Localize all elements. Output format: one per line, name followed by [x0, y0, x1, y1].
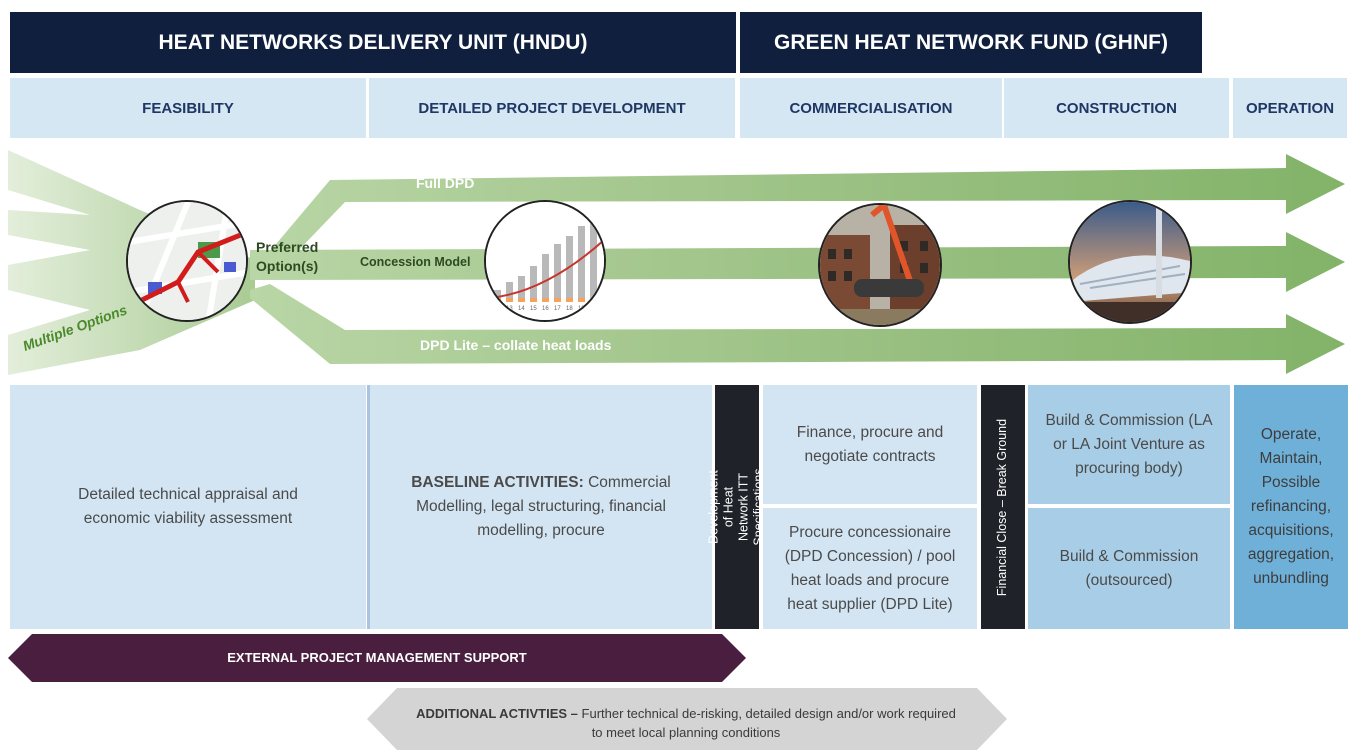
full-dpd-arrow — [250, 154, 1345, 280]
build-commission-outsourced-box: Build & Commission (outsourced) — [1028, 508, 1230, 629]
operate-box: Operate, Maintain, Possible refinancing,… — [1234, 385, 1348, 629]
full-dpd-label: Full DPD — [416, 175, 475, 191]
additional-title: ADDITIONAL ACTIVTIES – — [416, 706, 578, 721]
tick-label: 15 — [530, 306, 537, 312]
preferred-line-1: Preferred — [256, 239, 319, 255]
tick-label: 17 — [554, 306, 561, 312]
additional-activities-arrow-shape — [367, 688, 1007, 750]
build-commission-la-box: Build & Commission (LA or LA Joint Ventu… — [1028, 385, 1230, 504]
feasibility-activity: Detailed technical appraisal and economi… — [10, 385, 366, 629]
external-support-label: EXTERNAL PROJECT MANAGEMENT SUPPORT — [227, 650, 527, 665]
itt-specifications-bar: Development of Heat Network ITT Specific… — [707, 385, 766, 629]
procure-concessionaire-box: Procure concessionaire (DPD Concession) … — [763, 508, 977, 629]
finance-procure-box: Finance, procure and negotiate contracts — [763, 385, 977, 504]
tick-label: 14 — [518, 306, 525, 312]
column-divider — [367, 385, 370, 629]
financial-close-label: Financial Close – Break Ground — [995, 418, 1010, 596]
growth-chart-image: 12 13 14 15 16 17 18 19 20 — [484, 200, 606, 322]
stage-detailed-project-development: DETAILED PROJECT DEVELOPMENT — [369, 78, 735, 138]
baseline-activities: BASELINE ACTIVITIES: Commercial Modellin… — [370, 385, 712, 629]
map-image — [126, 200, 248, 322]
stage-commercialisation: COMMERCIALISATION — [740, 78, 1002, 138]
stage-operation: OPERATION — [1233, 78, 1347, 138]
dpd-lite-label: DPD Lite – collate heat loads — [420, 337, 612, 353]
dpd-lite-arrow — [250, 284, 1345, 374]
baseline-text: Commercial Modelling, legal structuring,… — [416, 474, 671, 539]
financial-close-bar: Financial Close – Break Ground — [981, 385, 1025, 629]
tick-label: 16 — [542, 306, 549, 312]
construction-photo — [1068, 200, 1192, 324]
stage-feasibility: FEASIBILITY — [10, 78, 366, 138]
additional-text: Further technical de-risking, detailed d… — [581, 706, 956, 740]
hndu-header: HEAT NETWORKS DELIVERY UNIT (HNDU) — [10, 12, 736, 73]
additional-activities-label: ADDITIONAL ACTIVTIES – Further technical… — [410, 704, 962, 742]
preferred-line-2: Option(s) — [256, 258, 319, 274]
baseline-title: BASELINE ACTIVITIES: — [411, 474, 584, 491]
stage-construction: CONSTRUCTION — [1004, 78, 1229, 138]
commercialisation-photo — [818, 203, 942, 327]
ghnf-header: GREEN HEAT NETWORK FUND (GHNF) — [740, 12, 1202, 73]
tick-label: 18 — [566, 306, 573, 312]
preferred-options-label: Preferred Option(s) — [256, 238, 318, 276]
itt-label: Development of Heat Network ITT Specific… — [707, 468, 766, 546]
concession-model-label: Concession Model — [360, 255, 471, 269]
external-support-arrow-shape — [8, 634, 746, 682]
